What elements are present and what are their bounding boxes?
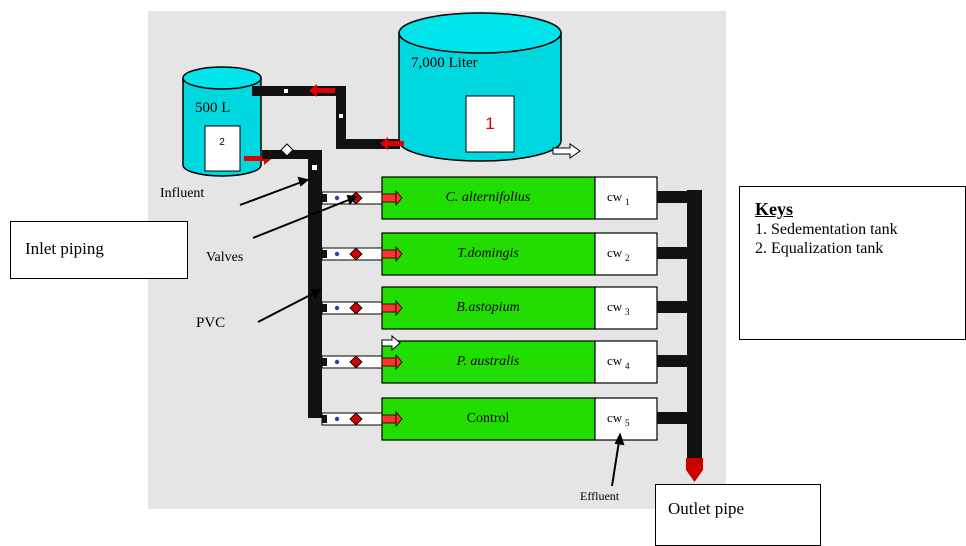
inlet-arrow	[381, 193, 397, 203]
pipe-dot	[334, 305, 340, 311]
pipe-dot	[334, 359, 340, 365]
pipe-dot	[334, 251, 340, 257]
valve-icon	[349, 247, 363, 261]
wetland-bed	[381, 397, 596, 441]
wetland-plant-label: T.domingis	[457, 246, 519, 261]
effluent-label: Effluent	[580, 489, 620, 503]
outlet-connector	[657, 412, 689, 424]
large-tank-number: 1	[485, 114, 494, 133]
inlet-arrow-head	[395, 410, 403, 428]
transfer-pipe-marker	[284, 89, 288, 93]
cw-label: cw	[607, 189, 623, 204]
pvc-header-pipe	[308, 150, 322, 418]
inlet-piping-callout: Inlet piping	[10, 221, 188, 279]
outlet-pipe-label: Outlet pipe	[668, 499, 745, 518]
cw-subscript: 2	[625, 253, 630, 263]
wetland-bed	[381, 176, 596, 220]
cw-label: cw	[607, 353, 623, 368]
inlet-arrow-head	[395, 189, 403, 207]
inflow-arrow	[381, 334, 401, 352]
transfer-pipe-marker	[339, 114, 343, 118]
distribution-pipe-top	[262, 150, 322, 159]
feed-pipe-joint	[322, 250, 327, 258]
feed-pipe-joint	[322, 358, 327, 366]
pvc-label: PVC	[196, 315, 225, 331]
cw-subscript: 5	[625, 418, 630, 428]
inlet-arrow-head	[395, 353, 403, 371]
overflow-arrow	[552, 143, 581, 159]
inlet-piping-label: Inlet piping	[25, 239, 104, 258]
outlet-connector	[657, 355, 689, 367]
pipe-dot	[334, 195, 340, 201]
feed-pipe-joint	[322, 415, 327, 423]
valves-label: Valves	[206, 250, 243, 265]
wetland-bed	[381, 232, 596, 276]
influent-label: Influent	[160, 186, 204, 201]
small-tank-number-box	[204, 125, 241, 172]
wetland-plant-label: B.astopium	[456, 300, 519, 315]
sedimentation-tank: 7,000 Liter 1	[398, 12, 562, 162]
main-valve	[280, 143, 294, 157]
keys-title: Keys	[755, 199, 793, 219]
inlet-arrow	[381, 303, 397, 313]
outlet-connector	[657, 191, 689, 203]
cw-sample-box	[594, 176, 658, 220]
cw-sample-box	[594, 232, 658, 276]
outlet-collector-pipe	[687, 190, 702, 458]
outlet-connector	[657, 247, 689, 259]
cw-subscript: 3	[625, 307, 630, 317]
wetland-plant-label: P. australis	[456, 354, 520, 369]
inlet-arrow-head	[395, 245, 403, 263]
large-tank-number-box	[465, 95, 515, 153]
inlet-arrow-head	[395, 299, 403, 317]
cw-subscript: 4	[625, 361, 630, 371]
outlet-connector	[657, 301, 689, 313]
annotation-lines	[239, 176, 625, 487]
cw-label: cw	[607, 299, 623, 314]
valve-icon	[349, 355, 363, 369]
small-tank-label: 500 L	[195, 100, 230, 116]
outlet-flow-tip	[686, 458, 703, 482]
pvc-header-marker	[312, 165, 317, 170]
outlet-pipe-callout: Outlet pipe	[655, 484, 821, 546]
small-tank-number: 2	[219, 137, 225, 148]
valve-icon	[349, 301, 363, 315]
valve-icon	[349, 412, 363, 426]
inlet-arrow	[381, 357, 397, 367]
cw-label: cw	[607, 245, 623, 260]
flow-arrow	[309, 84, 335, 97]
flow-arrow	[380, 137, 404, 150]
keys-legend: Keys 1. Sedementation tank 2. Equalizati…	[739, 186, 966, 340]
keys-item: 2. Equalization tank	[755, 240, 884, 257]
cw-sample-box	[594, 286, 658, 330]
cw-subscript: 1	[625, 197, 630, 207]
large-tank-label: 7,000 Liter	[411, 55, 478, 71]
cw-label: cw	[607, 410, 623, 425]
keys-item: 1. Sedementation tank	[755, 221, 898, 238]
pipe-dot	[334, 416, 340, 422]
wetland-plant-label: C. alternifolius	[446, 190, 531, 205]
inlet-arrow	[381, 414, 397, 424]
cw-sample-box	[594, 340, 658, 384]
equalization-tank: 500 L 2	[182, 66, 262, 177]
wetland-bed	[381, 340, 596, 384]
wetland-plant-label: Control	[467, 411, 510, 426]
feed-pipe-joint	[322, 304, 327, 312]
inlet-arrow	[381, 249, 397, 259]
feed-pipe-joint	[322, 194, 327, 202]
